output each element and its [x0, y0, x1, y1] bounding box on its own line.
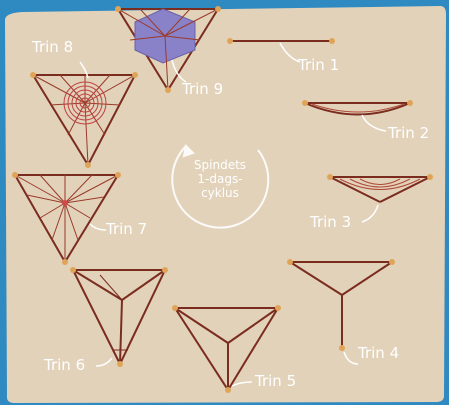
center-label-line-1: Spindets: [190, 158, 250, 172]
center-label-line-3: cyklus: [190, 186, 250, 200]
step-5-label: Trin 5: [255, 374, 296, 389]
step-9-label: Trin 9: [182, 82, 223, 97]
step-7-label: Trin 7: [106, 222, 147, 237]
step-4-label: Trin 4: [358, 346, 399, 361]
center-label-line-2: 1-dags-: [190, 172, 250, 186]
step-8-label: Trin 8: [32, 40, 73, 55]
step-6-label: Trin 6: [44, 358, 85, 373]
step-3-label: Trin 3: [310, 215, 351, 230]
step-2-label: Trin 2: [388, 126, 429, 141]
step-1-label: Trin 1: [298, 58, 339, 73]
center-label: Spindets 1-dags- cyklus: [190, 158, 250, 200]
